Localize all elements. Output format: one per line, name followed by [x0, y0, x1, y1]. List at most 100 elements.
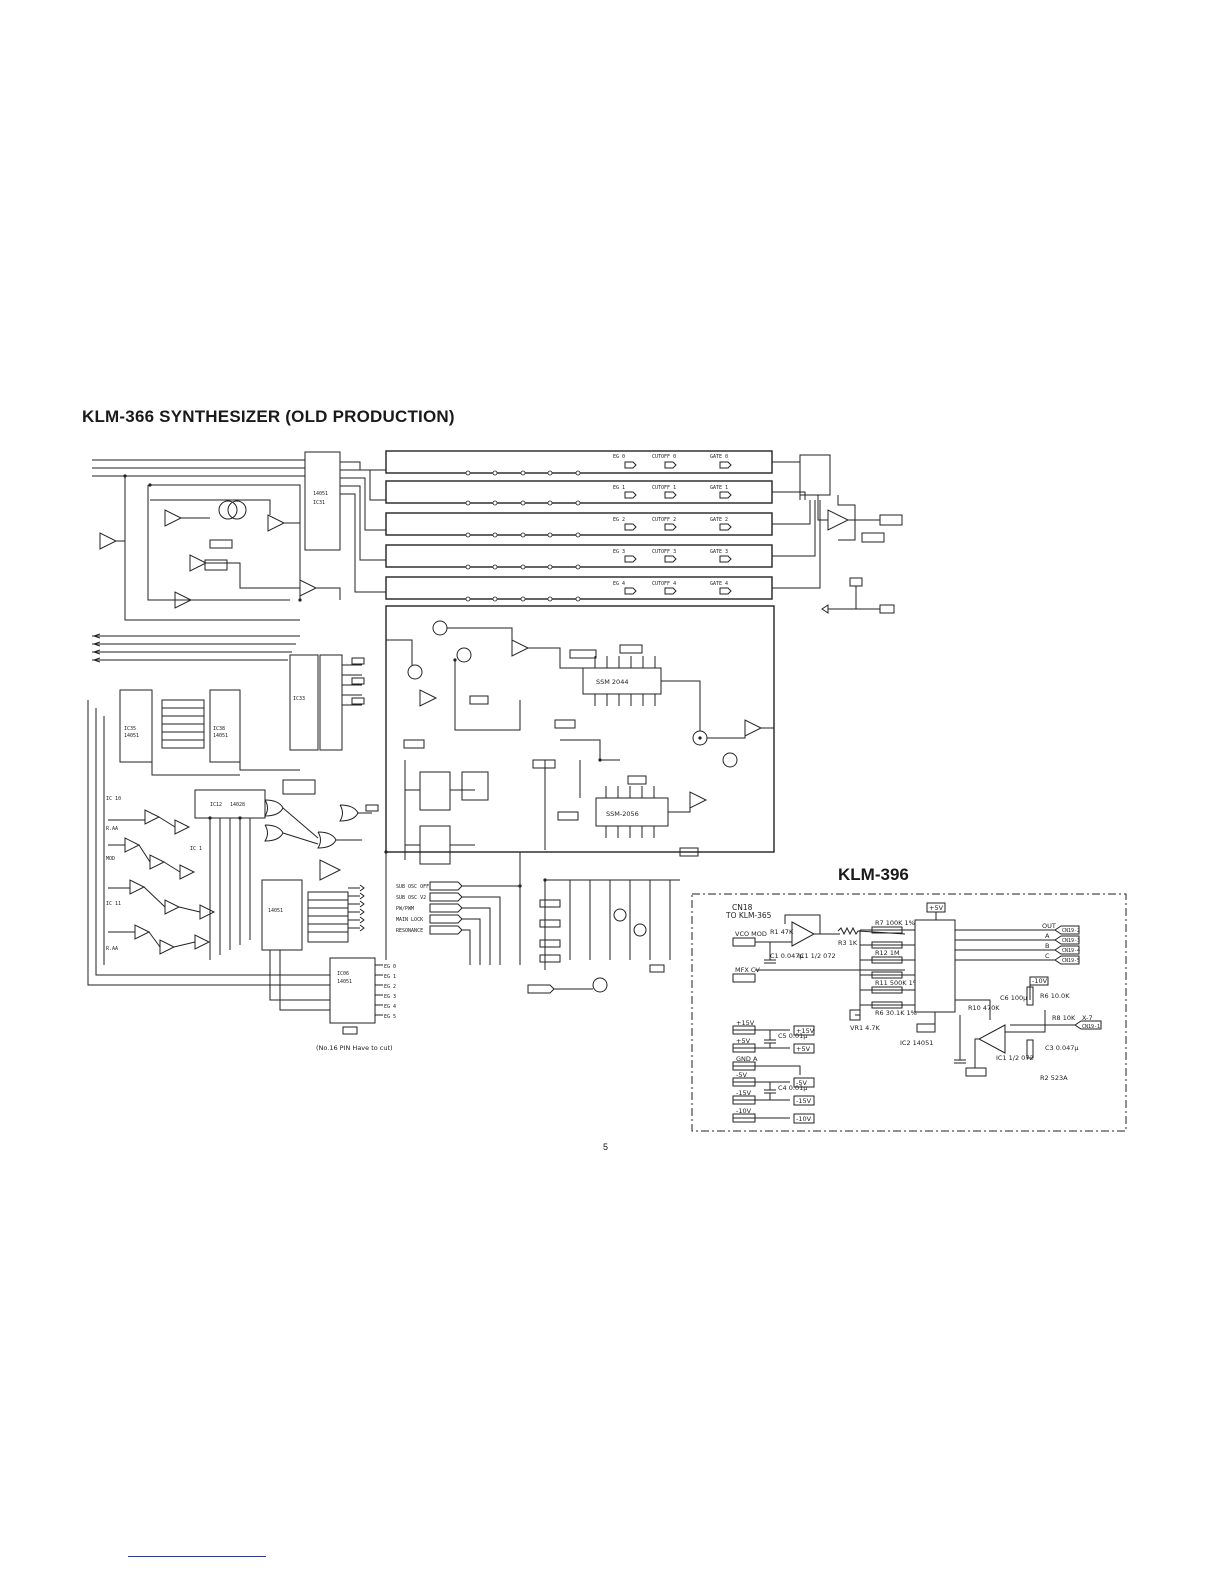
ic32-part: SSM 2044: [596, 678, 628, 686]
klm396-title: KLM-396: [838, 865, 909, 884]
r11-label: R11 500K 1%: [875, 979, 919, 987]
tag-neg10v: -10V: [796, 1115, 812, 1123]
eg-label-4: EG 4: [613, 581, 625, 587]
svg-text:MOD: MOD: [106, 856, 115, 862]
bottom-inputs: SUB OSC OFF SUB OSC V2 PW/PWM MAIN LOCK …: [385, 852, 521, 965]
r2-label: R2 523A: [1040, 1074, 1068, 1082]
c1-label: C1 0.047µ: [770, 952, 803, 960]
pw-pwm-label: PW/PWM: [396, 906, 414, 912]
c6-label: C6 100µ: [1000, 994, 1027, 1002]
ic35-ref: IC35: [124, 726, 136, 732]
ic35-part: 14051: [124, 733, 139, 739]
supply-neg5v: -5V: [736, 1071, 747, 1079]
ic38-ref: IC38: [213, 726, 225, 732]
r6b-label: R6 10.0K: [1040, 992, 1070, 1000]
svg-text:R.AA: R.AA: [106, 946, 118, 952]
a-label: A: [1045, 932, 1050, 940]
logic-gates: [264, 779, 379, 849]
r8-label: R8 10K: [1052, 1014, 1076, 1022]
resonance-label: RESONANCE: [396, 928, 423, 934]
ic06-block: IC06 14051 EG 0 EG 1 EG 2 EG 3 EG 4 EG 5…: [269, 950, 396, 1052]
ic31-ref: IC31: [313, 500, 325, 506]
ic38-part: 14051: [213, 733, 228, 739]
r7-label: R7 100K 1%: [875, 919, 915, 927]
ic2-supply-tag: +5V: [929, 904, 944, 912]
cutoff-label-1: CUTOFF 1: [652, 485, 676, 491]
main-lock-label: MAIN LOCK: [396, 917, 423, 923]
supply-neg15v: -15V: [736, 1089, 752, 1097]
supply-gnd: GND A: [736, 1055, 758, 1063]
ic2-label: IC2 14051: [900, 1039, 933, 1047]
r10-label: R10 470K: [968, 1004, 1000, 1012]
ic06-part: 14051: [337, 979, 352, 985]
tone-out: [821, 577, 895, 614]
page-number: 5: [603, 1142, 609, 1152]
out-label: OUT: [1042, 922, 1056, 930]
r6a-label: R6 30.1K 1%: [875, 1009, 917, 1017]
r1-label: R1 47K: [770, 928, 794, 936]
c4-label: C4 0.01µ: [778, 1084, 807, 1092]
mux-block: IC35 14051 IC38 14051 IC33: [119, 654, 365, 776]
supply-neg10v: -10V: [736, 1107, 752, 1115]
klm396-connector-to: TO KLM-365: [725, 911, 772, 920]
b-label: B: [1045, 942, 1049, 950]
cutoff-label-2: CUTOFF 2: [652, 517, 676, 523]
vr1-label: VR1 4.7K: [850, 1024, 881, 1032]
out-tag-1: CN19-3: [1062, 938, 1080, 944]
klm396-connector: CN18: [732, 903, 753, 912]
tag-neg15v: -15V: [796, 1097, 812, 1105]
out-tag-0: CN19-2: [1062, 928, 1080, 934]
tag-5v: +5V: [796, 1045, 811, 1053]
r3-label: R3 1K: [838, 939, 858, 947]
r12-label: R12 1M: [875, 949, 900, 957]
ic12-ref: IC12: [210, 802, 222, 808]
schematic-title: KLM-366 SYNTHESIZER (OLD PRODUCTION): [82, 407, 455, 426]
junctions: [123, 474, 702, 888]
svg-text:R.AA: R.AA: [106, 826, 118, 832]
output-mixer: [772, 454, 903, 589]
gate-label-1: GATE 1: [710, 485, 728, 491]
eg-out-2: EG 2: [384, 984, 396, 990]
c5-label: C5 0.01µ: [778, 1032, 807, 1040]
vcf-section: SSM 2044 SSM-2056: [385, 605, 775, 865]
ic36-part: 14051: [268, 908, 283, 914]
ic31-part: 14051: [313, 491, 328, 497]
klm396-schematic: CN18 TO KLM-365 VCO MOD MFX CV R1 47K C1…: [691, 893, 1127, 1132]
supply-15v: +15V: [736, 1019, 755, 1027]
gate-label-3: GATE 3: [710, 549, 728, 555]
cutoff-label-4: CUTOFF 4: [652, 581, 676, 587]
tag-15v: +15V: [796, 1027, 815, 1035]
x7-tag: CN19-1: [1082, 1024, 1100, 1030]
ic34-part: SSM-2056: [606, 810, 639, 818]
gate-label-4: GATE 4: [710, 581, 728, 587]
ic33-ref: IC33: [293, 696, 305, 702]
channel-strips: EG 0 CUTOFF 0 GATE 0 EG 1 CUTOFF 1 GATE …: [385, 450, 773, 602]
footer-rule: [128, 1556, 266, 1557]
left-input-pins: [92, 633, 300, 663]
left-upper-block: 14051 IC31: [92, 451, 386, 621]
eg-label-0: EG 0: [613, 454, 625, 460]
ic06-ref: IC06: [337, 971, 349, 977]
ic1b-supply-tag: -10V: [1032, 977, 1048, 985]
cutoff-label-0: CUTOFF 0: [652, 454, 676, 460]
out-tag-3: CN19-5: [1062, 958, 1080, 964]
eg-label-2: EG 2: [613, 517, 625, 523]
c3-label: C3 0.047µ: [1045, 1044, 1078, 1052]
eg-out-0: EG 0: [384, 964, 396, 970]
ic36-block: 14051: [261, 859, 365, 951]
gate-network: [527, 879, 680, 994]
vco-mod-input: VCO MOD: [735, 930, 767, 938]
ic1b-label: IC1 1/2 072: [996, 1054, 1034, 1062]
sub-osc-v2-label: SUB OSC V2: [396, 895, 426, 901]
ic1a-label: IC1 1/2 072: [798, 952, 836, 960]
eg-label-1: EG 1: [613, 485, 625, 491]
ic12-part: 14028: [230, 802, 245, 808]
svg-text:IC 1: IC 1: [190, 846, 202, 852]
x7-label: X-7: [1082, 1014, 1093, 1022]
eg-out-5: EG 5: [384, 1014, 396, 1020]
gate-label-2: GATE 2: [710, 517, 728, 523]
c-label: C: [1045, 952, 1050, 960]
klm366-schematic: EG 0 CUTOFF 0 GATE 0 EG 1 CUTOFF 1 GATE …: [87, 450, 903, 1052]
pin-cut-note: (No.16 PIN Have to cut): [316, 1044, 393, 1052]
tag-neg5v: -5V: [796, 1079, 807, 1087]
